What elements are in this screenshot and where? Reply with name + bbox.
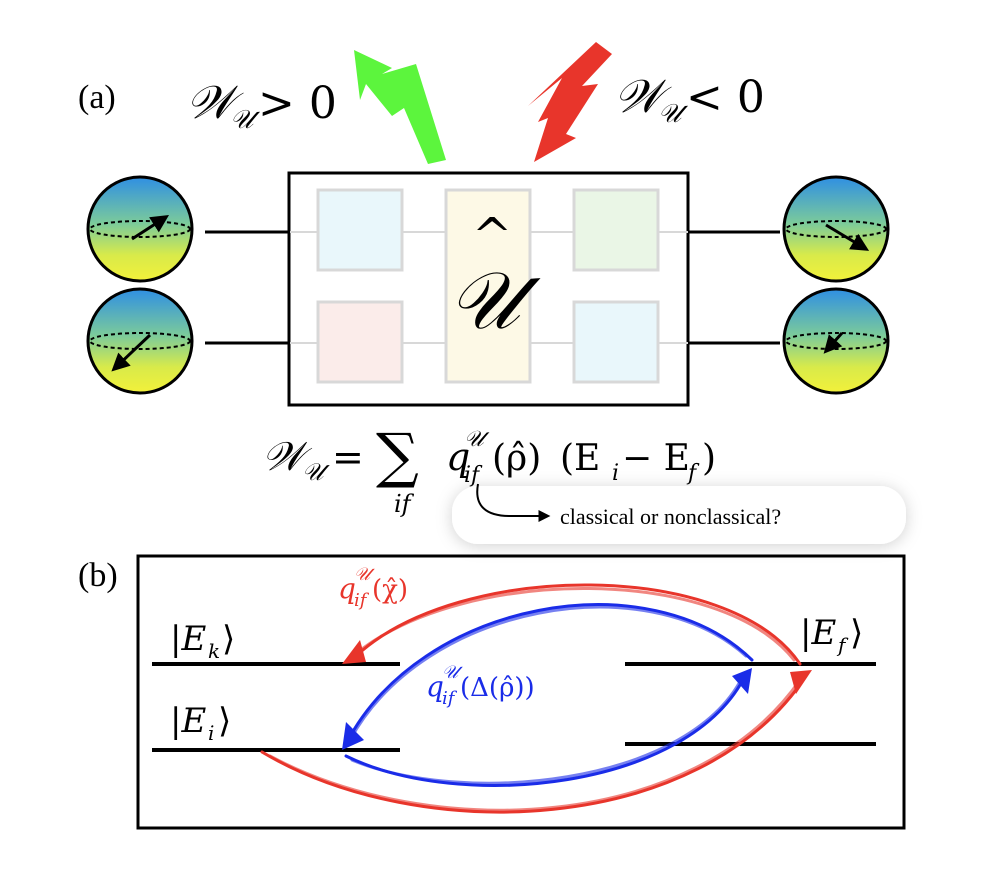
- level-ek-text: |E: [170, 619, 206, 659]
- bloch-sphere-icon: [782, 287, 890, 395]
- formula-equals: =: [332, 435, 364, 479]
- panel-b-frame: [136, 554, 906, 830]
- red-quasiprob-label: q 𝒰 if (χ̂): [338, 564, 408, 611]
- work-relation: < 0: [686, 72, 765, 123]
- level-ef-sub: f: [836, 633, 849, 657]
- work-positive-label: 𝒲 𝒰 > 0: [186, 75, 337, 135]
- question-text: classical or nonclassical?: [560, 504, 781, 529]
- energy-levels: [152, 662, 876, 752]
- level-ei-ket: ⟩: [218, 701, 231, 741]
- work-subscript: 𝒰: [658, 99, 689, 129]
- panel-b-label: (b): [78, 557, 118, 594]
- circuit-wires: [205, 230, 780, 345]
- bloch-sphere-icon: [782, 175, 890, 283]
- formula-energy-minus: − E: [622, 438, 690, 479]
- formula-sum-subscript: if: [394, 490, 415, 518]
- blue-label-sup: 𝒰: [442, 662, 463, 683]
- blue-label-sub: if: [442, 688, 458, 709]
- formula-close: ): [702, 438, 716, 479]
- gate: [316, 188, 404, 272]
- formula-energy-open: (E: [560, 438, 600, 479]
- formula-q-subscript: if: [464, 463, 483, 488]
- level-label-ei: |E i ⟩: [170, 701, 231, 745]
- formula-q-argument: (ρ̂): [492, 438, 541, 479]
- gate: [572, 300, 660, 384]
- red-label-arg: (χ̂): [372, 575, 408, 605]
- gate: [316, 300, 404, 384]
- formula-energy-i: i: [612, 461, 619, 486]
- formula-energy-f: f: [686, 461, 700, 486]
- blue-label-arg: (Δ(ρ̂)): [460, 673, 535, 703]
- level-ef-ket: ⟩: [850, 613, 863, 653]
- level-ei-sub: i: [208, 721, 214, 745]
- red-label-sup: 𝒰: [354, 564, 375, 585]
- level-label-ef: |E f ⟩: [800, 613, 863, 657]
- level-ef-text: |E: [800, 613, 836, 653]
- level-ei-text: |E: [170, 701, 206, 741]
- red-label-q: q: [338, 572, 356, 605]
- formula-q: q: [446, 435, 470, 479]
- work-negative-label: 𝒲 𝒰 < 0: [614, 69, 765, 129]
- blue-transition-arcs: [344, 603, 754, 787]
- level-ek-sub: k: [208, 639, 220, 663]
- blue-label-q: q: [426, 670, 444, 703]
- level-ek-ket: ⟩: [222, 619, 235, 659]
- formula-sum: ∑: [376, 421, 419, 491]
- unitary-hat: ^: [472, 208, 512, 264]
- red-label-sub: if: [354, 590, 370, 611]
- formula-q-superscript: 𝒰: [464, 427, 490, 452]
- arc-arrowheads: [342, 640, 812, 750]
- gate: [572, 188, 660, 272]
- formula-work-subscript: 𝒰: [302, 458, 330, 486]
- bloch-sphere-icon: [86, 287, 194, 395]
- level-label-ek: |E k ⟩: [170, 619, 235, 663]
- lightning-arrow-icon: [528, 42, 612, 162]
- question-arrow: [476, 483, 551, 522]
- work-subscript: 𝒰: [230, 105, 261, 135]
- panel-a-label: (a): [78, 79, 116, 116]
- unitary-gate: [444, 188, 532, 384]
- work-relation: > 0: [258, 78, 337, 129]
- question-shadow: [452, 486, 906, 544]
- unitary-box: ^ 𝒰: [287, 171, 690, 407]
- red-transition-arcs: [260, 583, 808, 814]
- blue-quasiprob-label: q 𝒰 if (Δ(ρ̂)): [426, 662, 535, 709]
- bloch-sphere-icon: [86, 175, 194, 283]
- lightning-arrow-icon: [354, 50, 446, 164]
